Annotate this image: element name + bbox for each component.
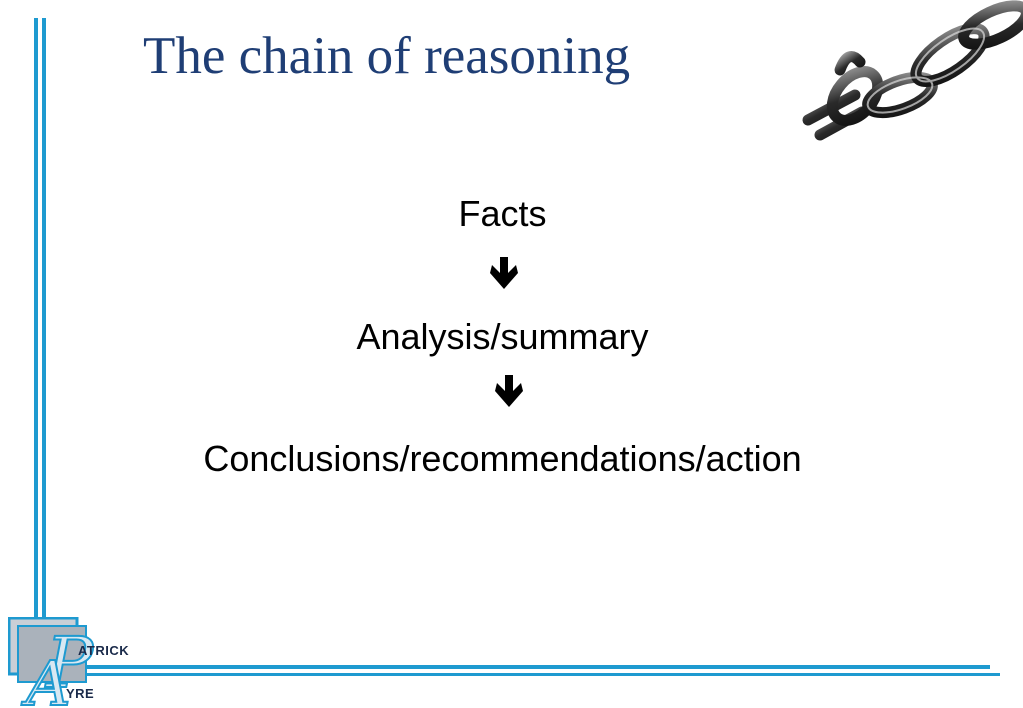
svg-text:A: A [21,647,71,707]
down-arrow-icon [495,375,523,407]
down-arrow-icon [490,257,518,289]
patrick-ayre-logo: P A [8,617,96,707]
flow-step-facts: Facts [458,193,547,234]
left-border-line-outer [34,18,38,643]
flow-step-analysis: Analysis/summary [356,316,649,357]
logo-text-line1: ATRICK [78,643,130,658]
bottom-border-line-lower [75,673,1000,676]
slide-title: The chain of reasoning [143,27,631,85]
logo-text-line2: YRE [66,686,95,701]
left-border-line-inner [42,18,46,628]
flow-step-conclusions: Conclusions/recommendations/action [203,438,802,479]
broken-chain-image [800,0,1023,143]
svg-text:P: P [44,622,95,704]
bottom-border-line-upper [75,665,990,669]
